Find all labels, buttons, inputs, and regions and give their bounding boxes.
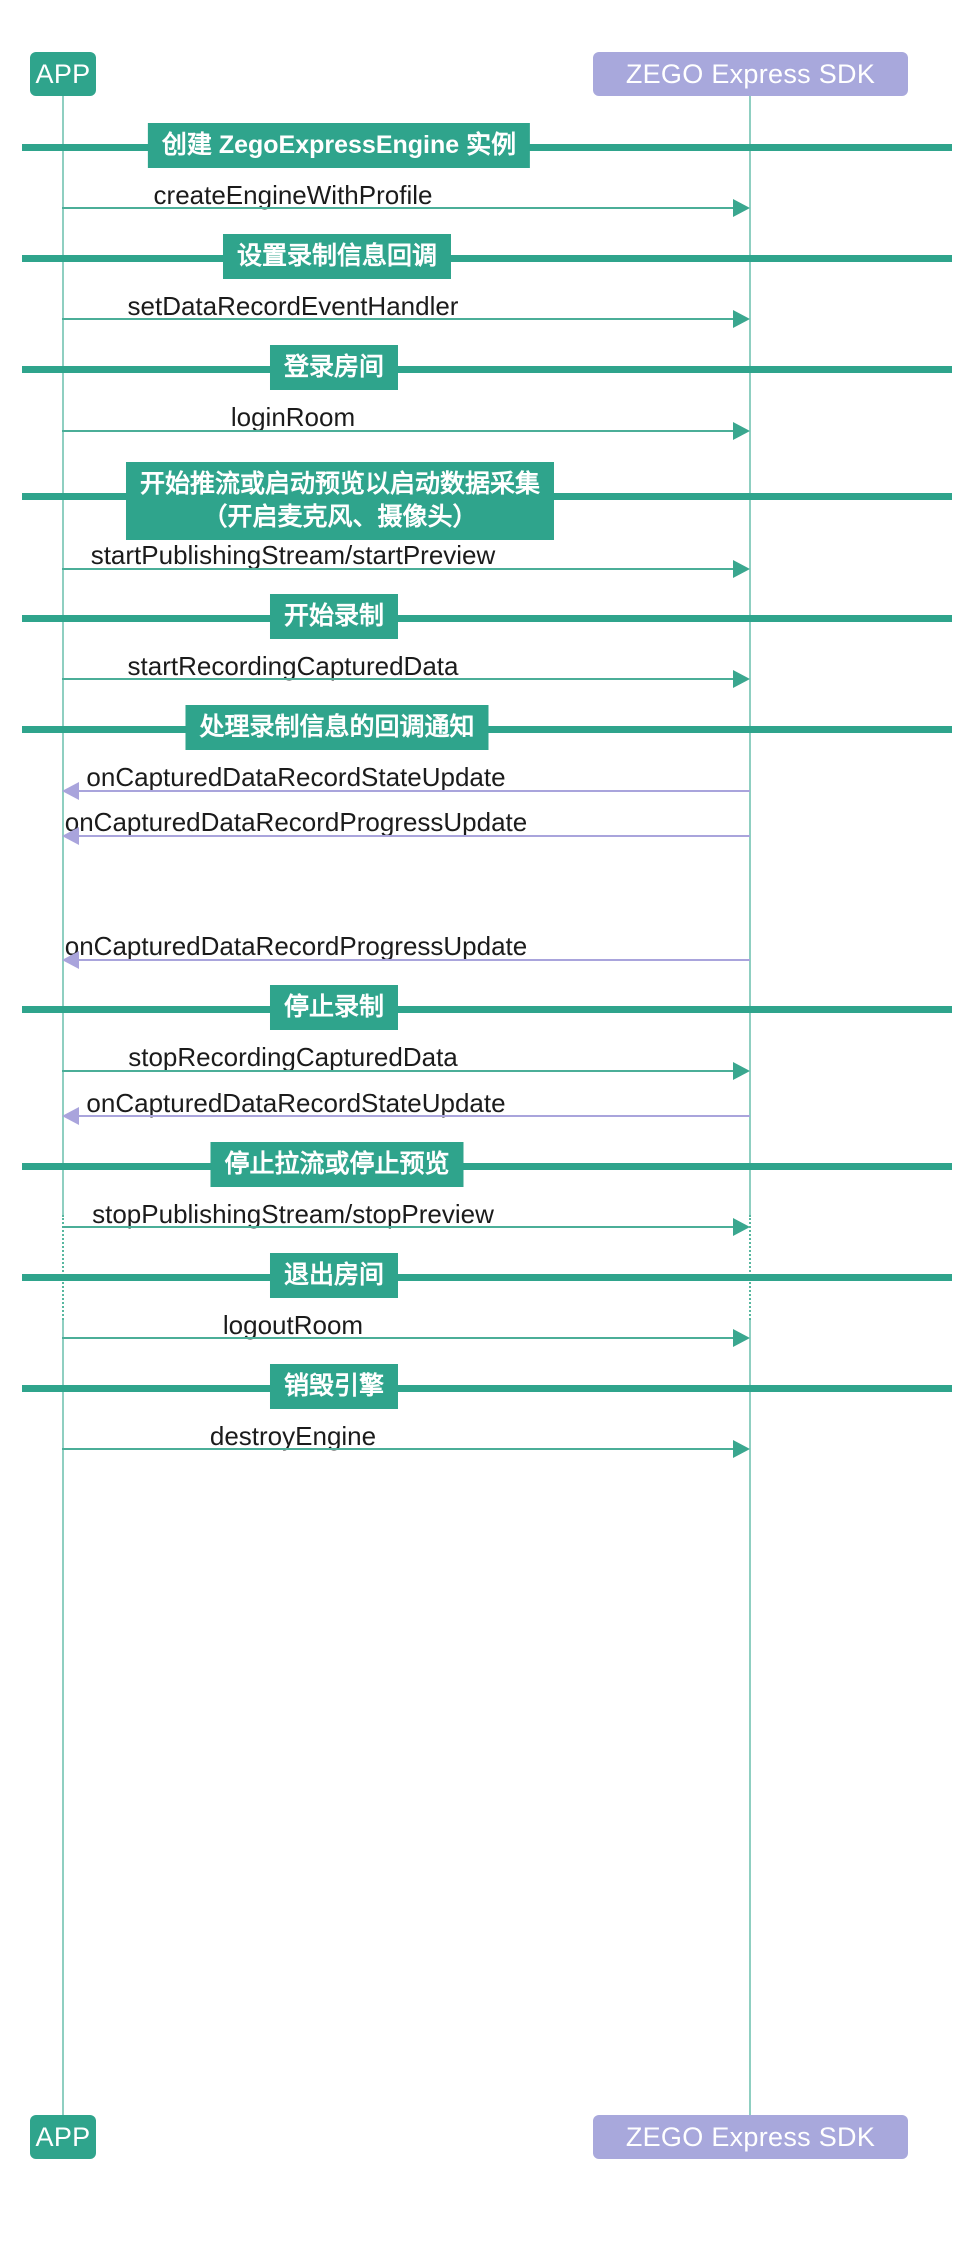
lifeline-app-dotted — [62, 1215, 64, 1320]
separator-line — [22, 366, 952, 373]
arrow-head-right-icon — [733, 1440, 750, 1458]
message-line — [62, 1070, 733, 1072]
separator-line — [22, 1006, 952, 1013]
message-label-logout-room: logoutRoom — [222, 1310, 364, 1340]
arrow-head-right-icon — [733, 422, 750, 440]
separator-label-create-engine: 创建 ZegoExpressEngine 实例 — [147, 123, 531, 168]
arrow-head-right-icon — [733, 310, 750, 328]
separator-label-set-record-callback: 设置录制信息回调 — [222, 234, 452, 279]
message-label-login-room: loginRoom — [230, 402, 356, 432]
message-line — [79, 959, 750, 961]
message-label-on-captured-data-record-progress-update: onCapturedDataRecordProgressUpdate — [64, 931, 528, 961]
lifeline-app-lower — [62, 1320, 64, 2115]
actor-footer-sdk-label: ZEGO Express SDK — [625, 2121, 876, 2152]
message-line — [62, 207, 733, 209]
message-line — [79, 1115, 750, 1117]
arrow-head-left-icon — [62, 782, 79, 800]
arrow-head-right-icon — [733, 560, 750, 578]
message-label-on-captured-data-record-state-update: onCapturedDataRecordStateUpdate — [86, 762, 506, 792]
separator-label-stop-recording: 停止录制 — [269, 985, 399, 1030]
arrow-head-right-icon — [733, 1218, 750, 1236]
separator-label-login-room: 登录房间 — [269, 345, 399, 390]
message-label-start-publishing-stream-start-preview: startPublishingStream/startPreview — [90, 540, 496, 570]
arrow-head-left-icon — [62, 1107, 79, 1125]
message-line — [79, 835, 750, 837]
actor-header-sdk[interactable]: ZEGO Express SDK — [593, 52, 908, 96]
message-label-stop-publishing-stream-stop-preview: stopPublishingStream/stopPreview — [92, 1199, 494, 1229]
arrow-head-left-icon — [62, 827, 79, 845]
actor-header-app-label: APP — [35, 58, 91, 89]
separator-line — [22, 1163, 952, 1170]
arrow-head-right-icon — [733, 670, 750, 688]
message-label-destroy-engine: destroyEngine — [209, 1421, 377, 1451]
separator-line — [22, 1385, 952, 1392]
message-label-start-recording-captured-data: startRecordingCapturedData — [127, 651, 459, 681]
message-line — [62, 678, 733, 680]
actor-footer-app[interactable]: APP — [30, 2115, 96, 2159]
message-line — [62, 568, 733, 570]
message-label-on-captured-data-record-state-update: onCapturedDataRecordStateUpdate — [86, 1088, 506, 1118]
message-label-stop-recording-captured-data: stopRecordingCapturedData — [128, 1042, 458, 1072]
actor-header-sdk-label: ZEGO Express SDK — [625, 58, 876, 89]
actor-footer-app-label: APP — [35, 2121, 91, 2152]
lifeline-sdk-upper — [749, 96, 751, 1215]
actor-header-app[interactable]: APP — [30, 52, 96, 96]
separator-line — [22, 615, 952, 622]
actor-footer-sdk[interactable]: ZEGO Express SDK — [593, 2115, 908, 2159]
separator-line — [22, 255, 952, 262]
message-line — [62, 1226, 733, 1228]
separator-label-start-recording: 开始录制 — [269, 594, 399, 639]
message-line — [79, 790, 750, 792]
arrow-head-left-icon — [62, 951, 79, 969]
message-label-create-engine-with-profile: createEngineWithProfile — [153, 180, 433, 210]
message-line — [62, 430, 733, 432]
message-line — [62, 318, 733, 320]
arrow-head-right-icon — [733, 1062, 750, 1080]
separator-label-logout-room: 退出房间 — [269, 1253, 399, 1298]
separator-line — [22, 1274, 952, 1281]
lifeline-app-upper — [62, 96, 64, 1215]
arrow-head-right-icon — [733, 1329, 750, 1347]
separator-label-destroy-engine: 销毁引擎 — [269, 1364, 399, 1409]
lifeline-sdk-dotted — [749, 1215, 751, 1320]
arrow-head-right-icon — [733, 199, 750, 217]
message-line — [62, 1337, 733, 1339]
message-label-set-data-record-event-handler: setDataRecordEventHandler — [127, 291, 459, 321]
separator-label-stop-publish-preview: 停止拉流或停止预览 — [210, 1142, 464, 1187]
message-label-on-captured-data-record-progress-update: onCapturedDataRecordProgressUpdate — [64, 807, 528, 837]
separator-label-start-publish-preview: 开始推流或启动预览以启动数据采集 （开启麦克风、摄像头） — [125, 462, 555, 540]
lifeline-sdk-lower — [749, 1320, 751, 2115]
message-line — [62, 1448, 733, 1450]
separator-label-handle-record-callbacks: 处理录制信息的回调通知 — [185, 705, 489, 750]
